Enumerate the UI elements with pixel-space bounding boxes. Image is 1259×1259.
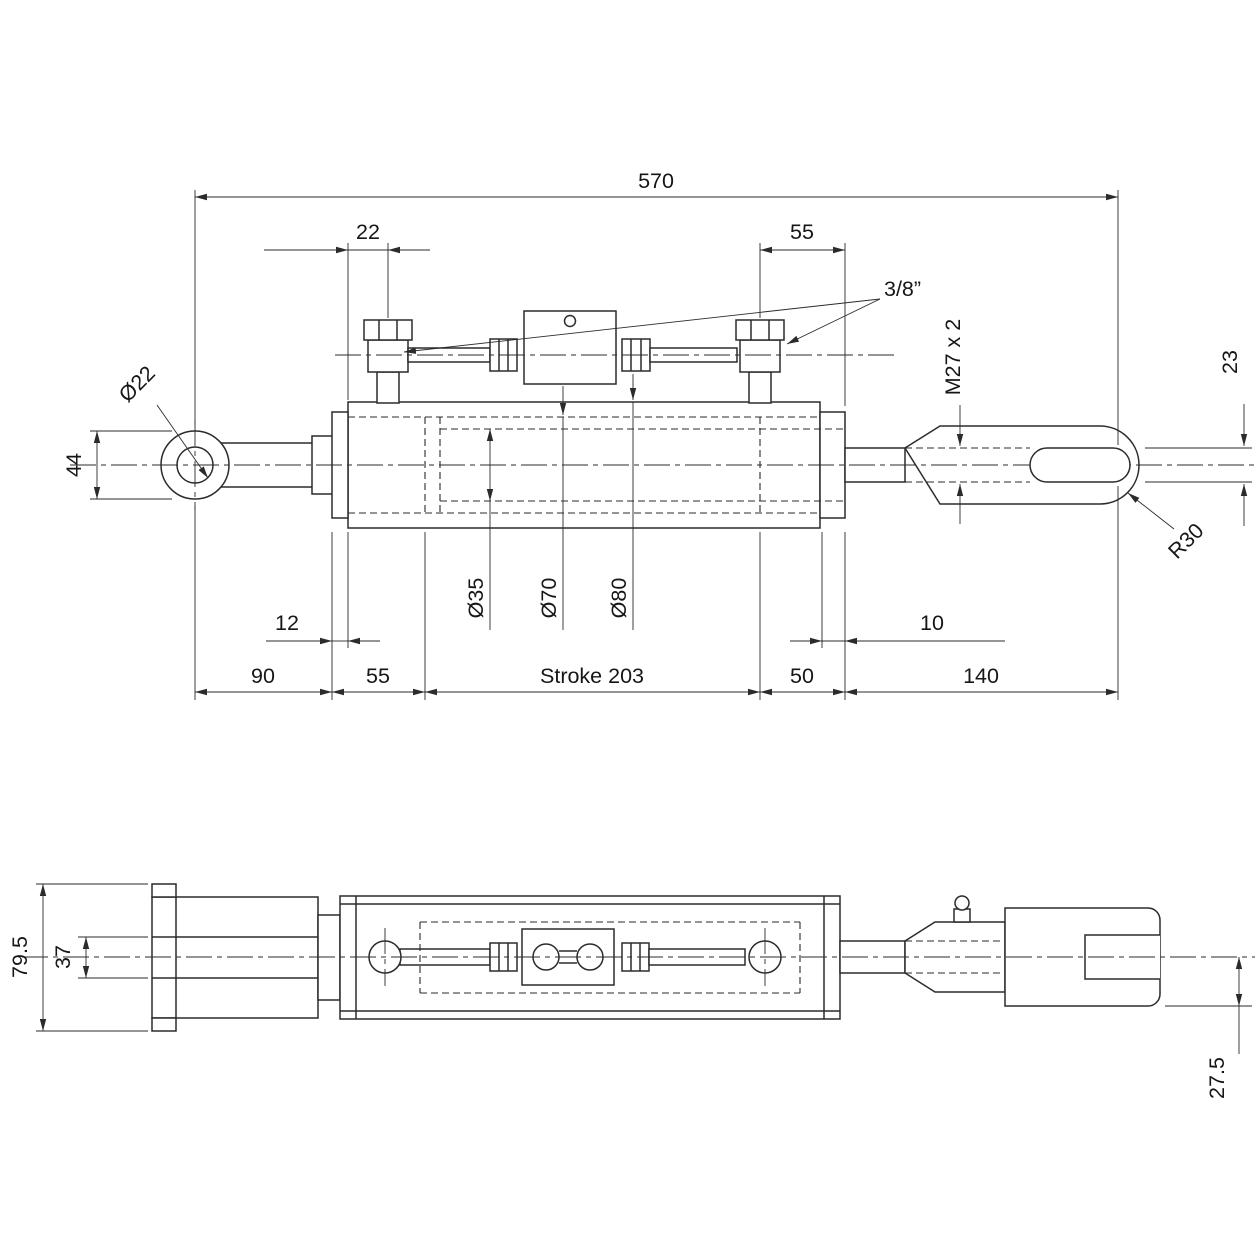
clevis-slot <box>1029 447 1131 483</box>
bore-hidden-lines <box>348 416 820 514</box>
ext-lines <box>90 430 172 500</box>
right-banjo-body <box>739 339 781 373</box>
dim-right-cap-length-label: 50 <box>790 664 814 688</box>
right-banjo-stem <box>748 371 772 404</box>
top-view: 570 22 55 3/8” M27 x 2 2 <box>62 169 1255 700</box>
ext-lines <box>1145 447 1252 483</box>
dim-rod-thread: M27 x 2 <box>941 319 965 524</box>
dim-overall-length-label: 570 <box>638 169 674 193</box>
dim-clevis-half-width-label: 27.5 <box>1205 1057 1229 1099</box>
left-banjo-body <box>367 339 409 373</box>
ext-lines <box>194 190 1119 700</box>
dim-stroke-label: Stroke 203 <box>540 664 644 688</box>
dim-body-outer-diameter-label: Ø80 <box>607 578 631 619</box>
dim-right-cap-offset: 10 <box>790 532 1005 700</box>
dim-clevis-slot-width: 23 <box>1145 350 1252 526</box>
dim-left-port-offset-label: 22 <box>356 220 380 244</box>
dim-left-gland-length-label: 12 <box>275 611 299 635</box>
dim-fork-gap-width: 37 <box>51 936 148 979</box>
valve-block <box>523 310 617 385</box>
dim-eye-bore-diameter-label: Ø22 <box>114 361 160 407</box>
bottom-view: 79.5 37 27.5 <box>8 883 1255 1099</box>
ext-lines <box>759 243 846 406</box>
left-banjo-stem <box>376 371 400 404</box>
grease-nipple <box>954 895 970 911</box>
bottom-view-centerlines <box>22 928 1255 986</box>
rod-thread-hidden-plan <box>905 940 1000 974</box>
dim-port-thread: 3/8” <box>403 277 921 354</box>
fork-bottom-tab <box>151 1017 177 1032</box>
dim-fork-gap-width-label: 37 <box>51 945 75 969</box>
dim-right-port-offset: 55 <box>759 220 846 406</box>
dim-eye-width-label: 44 <box>62 453 86 477</box>
ext-lines <box>821 532 846 700</box>
leader <box>1127 492 1175 530</box>
dim-overall-length: 570 <box>194 169 1119 700</box>
dim-bore-diameter: Ø70 <box>537 386 567 630</box>
dim-bore-diameter-label: Ø70 <box>537 578 561 619</box>
dim-right-port-offset-label: 55 <box>790 220 814 244</box>
valve-link-lines <box>559 950 577 964</box>
dim-bottom-row: 90 55 Stroke 203 50 140 <box>195 532 1118 700</box>
dim-clevis-length-label: 140 <box>963 664 999 688</box>
dim-fork-overall-width: 79.5 <box>8 883 148 1032</box>
ext-lines <box>78 936 148 979</box>
rod-thread-hidden-lines <box>905 447 1030 483</box>
dim-clevis-slot-width-label: 23 <box>1218 350 1242 374</box>
left-fork <box>151 883 341 1032</box>
left-banjo-head <box>363 319 413 341</box>
dim-left-head-length-label: 55 <box>366 664 390 688</box>
dim-body-outer-diameter: Ø80 <box>607 374 637 630</box>
dim-left-gland-length: 12 <box>266 532 380 700</box>
piston-hidden-lines <box>424 417 761 513</box>
dim-rod-thread-label: M27 x 2 <box>941 319 965 395</box>
dim-left-port-offset: 22 <box>264 220 430 400</box>
ext-lines <box>347 243 389 400</box>
grease-nipple-base <box>953 908 971 923</box>
bottom-view-parts <box>151 883 1161 1032</box>
ext-lines <box>331 532 349 700</box>
fork-inner-lines <box>152 897 318 1018</box>
port-crosshairs <box>384 928 766 986</box>
ext-lines <box>36 883 148 1032</box>
dim-right-cap-offset-label: 10 <box>920 611 944 635</box>
inner-rod-hidden-lines <box>440 428 845 502</box>
ext-lines <box>424 532 761 700</box>
right-banjo-facets <box>750 320 770 340</box>
right-clevis-plan <box>839 895 1161 1007</box>
bottom-view-hidden-lines <box>419 921 1000 994</box>
leader-right-port <box>786 298 881 345</box>
left-banjo-facets <box>378 320 398 340</box>
hydraulic-line-assembly <box>363 310 785 404</box>
leader-left-port <box>403 298 881 354</box>
dim-rod-diameter-label: Ø35 <box>464 578 488 619</box>
dim-fork-overall-width-label: 79.5 <box>8 936 32 978</box>
fork-hub <box>317 914 341 1001</box>
dim-eye-width: 44 <box>62 430 172 500</box>
dim-clevis-half-width: 27.5 <box>1165 957 1252 1099</box>
fork-top-tab <box>151 883 177 898</box>
right-banjo-head <box>735 319 785 341</box>
dim-port-thread-label: 3/8” <box>884 277 921 301</box>
dim-rod-diameter: Ø35 <box>464 429 494 630</box>
top-view-parts <box>160 310 1140 529</box>
internal-hidden-rect <box>419 921 801 994</box>
dim-eye-center-to-body-label: 90 <box>251 664 275 688</box>
dim-clevis-end-radius-label: R30 <box>1164 519 1209 564</box>
dim-clevis-end-radius: R30 <box>1127 492 1209 564</box>
cylinder-inner-lines <box>340 896 840 1019</box>
top-view-hidden-lines <box>348 416 1131 514</box>
valve-block-plug <box>563 314 577 328</box>
leader <box>156 404 209 479</box>
fork-body <box>151 896 319 1019</box>
